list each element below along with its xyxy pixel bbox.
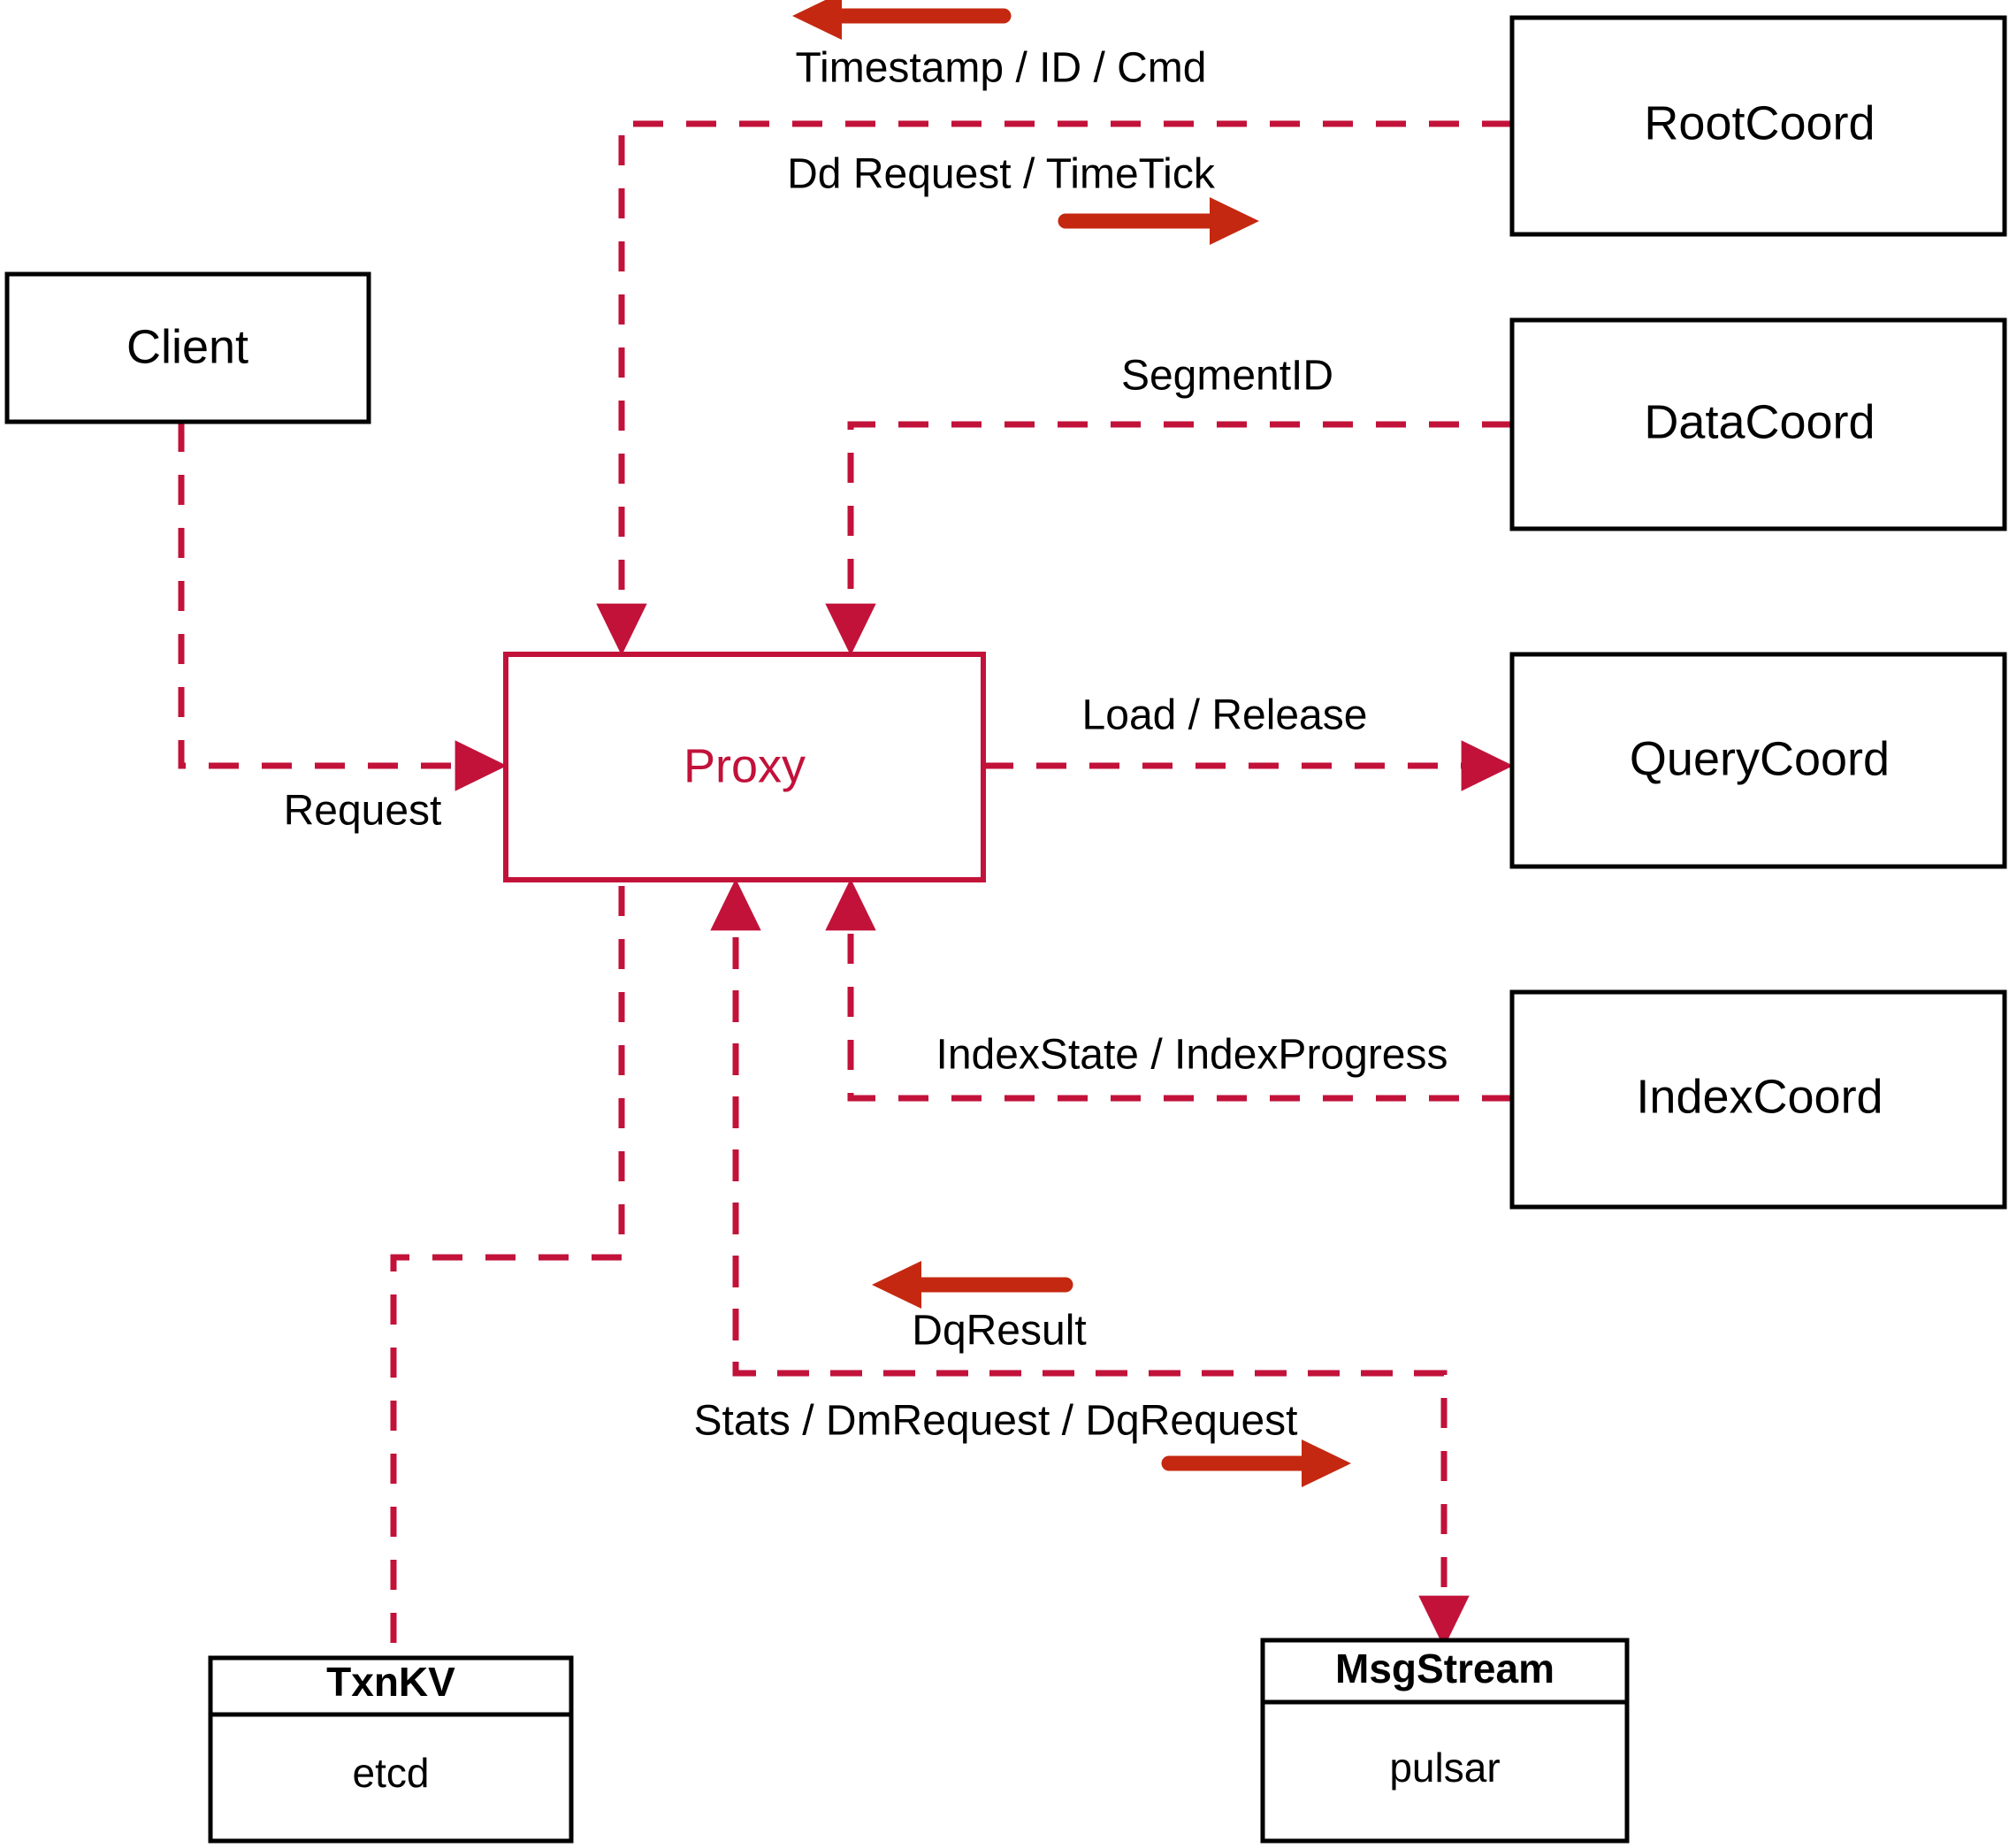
node-index-coord[interactable]: IndexCoord xyxy=(1509,989,2007,1210)
node-client-label: Client xyxy=(126,320,248,373)
direction-arrow-dd-request-timetick xyxy=(1058,197,1259,245)
edge-msgstream-proxy xyxy=(710,878,1444,1377)
node-index-coord-label: IndexCoord xyxy=(1636,1070,1883,1123)
edge-rootcoord-proxy xyxy=(596,120,1512,656)
node-txnkv-impl: etcd xyxy=(353,1750,430,1796)
edge-label-timestamp-id-cmd: Timestamp / ID / Cmd xyxy=(796,45,1207,92)
node-proxy-label: Proxy xyxy=(684,739,806,792)
edge-label-load-release: Load / Release xyxy=(1082,692,1368,739)
node-msgstream-impl: pulsar xyxy=(1389,1745,1500,1791)
node-msgstream[interactable]: MsgStream pulsar xyxy=(1260,1638,1630,1844)
node-msgstream-title: MsgStream xyxy=(1335,1646,1554,1691)
edge-client-proxy xyxy=(178,422,508,791)
node-query-coord-label: QueryCoord xyxy=(1630,732,1890,785)
direction-arrow-stats-dmrequest-dqrequest xyxy=(1161,1439,1351,1487)
edge-label-stats-dmrequest-dqrequest: Stats / DmRequest / DqRequest xyxy=(694,1398,1298,1445)
node-data-coord-label: DataCoord xyxy=(1644,395,1875,448)
edge-proxy-txnkv xyxy=(390,886,625,1658)
edge-label-indexstate-indexprogress: IndexState / IndexProgress xyxy=(936,1032,1448,1079)
edge-proxy-msgstream xyxy=(732,886,1470,1648)
direction-arrow-timestamp-id-cmd xyxy=(792,0,1012,40)
node-txnkv[interactable]: TxnKV etcd xyxy=(208,1655,574,1844)
direction-arrow-dqresult xyxy=(872,1261,1073,1309)
edge-label-request: Request xyxy=(284,788,442,835)
edge-indexcoord-proxy xyxy=(825,878,1512,1102)
node-client[interactable]: Client xyxy=(4,271,371,424)
node-txnkv-title: TxnKV xyxy=(326,1659,455,1705)
node-data-coord[interactable]: DataCoord xyxy=(1509,317,2007,531)
node-root-coord[interactable]: RootCoord xyxy=(1509,15,2007,237)
edge-label-segmentid: SegmentID xyxy=(1121,353,1333,400)
node-query-coord[interactable]: QueryCoord xyxy=(1509,652,2007,869)
node-proxy[interactable]: Proxy xyxy=(503,652,986,882)
edge-label-dqresult: DqResult xyxy=(912,1308,1086,1355)
edge-datacoord-proxy xyxy=(825,421,1512,656)
node-root-coord-label: RootCoord xyxy=(1644,96,1875,149)
edge-label-dd-request-timetick: Dd Request / TimeTick xyxy=(787,151,1216,198)
